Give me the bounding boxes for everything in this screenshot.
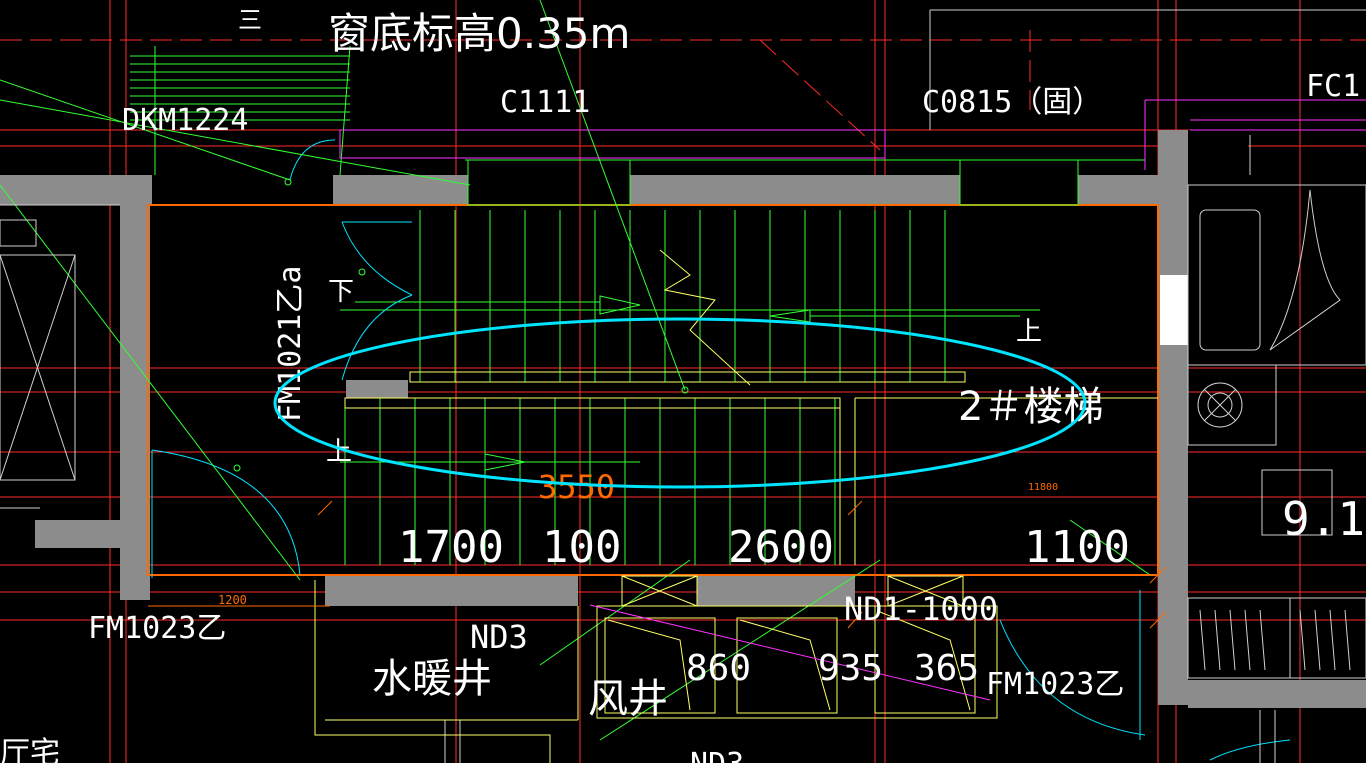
stair-break-line <box>659 249 751 386</box>
room-label: 2＃楼梯 <box>958 384 1103 430</box>
door-swings <box>151 139 1291 761</box>
vent-slats <box>1199 609 1351 671</box>
white-outlines <box>0 9 1366 763</box>
bottom-left-fragment: 厅宅 <box>0 736 60 763</box>
shaft-label-nd3: ND3 <box>470 618 528 656</box>
dashed-axis-lines <box>0 30 1366 151</box>
window-label-c1111: C1111 <box>500 85 590 120</box>
direction-arrows <box>345 295 1020 471</box>
dim-1100: 1100 <box>1024 522 1130 573</box>
dim-935: 935 <box>818 648 883 689</box>
dimension-lines <box>148 500 1167 629</box>
dim-860: 860 <box>686 648 751 689</box>
dim-100: 100 <box>542 522 621 573</box>
stair-treads <box>340 210 1040 565</box>
window-label-fc: FC1 <box>1306 69 1360 104</box>
dim-1700: 1700 <box>398 522 504 573</box>
bottom-center-fragment: ND3 <box>690 747 744 763</box>
door-label-fm-left: FM1023乙 <box>88 611 226 646</box>
shaft-label-nd1: ND1-1000 <box>844 590 998 628</box>
dim-3550: 3550 <box>538 468 615 506</box>
dim-11800: 11800 <box>1028 482 1058 493</box>
wall-gap-white <box>1160 275 1188 345</box>
left-stair-hatch <box>130 45 351 176</box>
stair-down-label: 下 <box>328 277 354 307</box>
window-sill-note: 窗底标高0.35m <box>328 9 630 58</box>
leader-lines <box>0 0 1151 741</box>
stray-label: 三 <box>238 6 262 34</box>
dim-2600: 2600 <box>728 522 834 573</box>
door-label-fm-vertical: FM1021乙a <box>273 266 308 422</box>
window-label-c0815: C0815（固） <box>922 85 1102 120</box>
shafts-outline <box>314 575 998 763</box>
highlight-ellipse <box>273 317 1087 489</box>
shaft-label-water-heating: 水暖井 <box>372 656 492 702</box>
stair-up-top-label: 上 <box>1016 317 1042 347</box>
dim-1200: 1200 <box>218 593 247 607</box>
door-label-fm-right: FM1023乙 <box>986 667 1124 702</box>
magenta-lines <box>339 99 1366 701</box>
walls <box>0 130 1366 708</box>
shaft-label-air: 风井 <box>588 676 668 722</box>
area-marker: 9.1 <box>1282 492 1365 546</box>
door-label-dkm: DKM1224 <box>122 103 248 138</box>
dim-365: 365 <box>914 648 979 689</box>
